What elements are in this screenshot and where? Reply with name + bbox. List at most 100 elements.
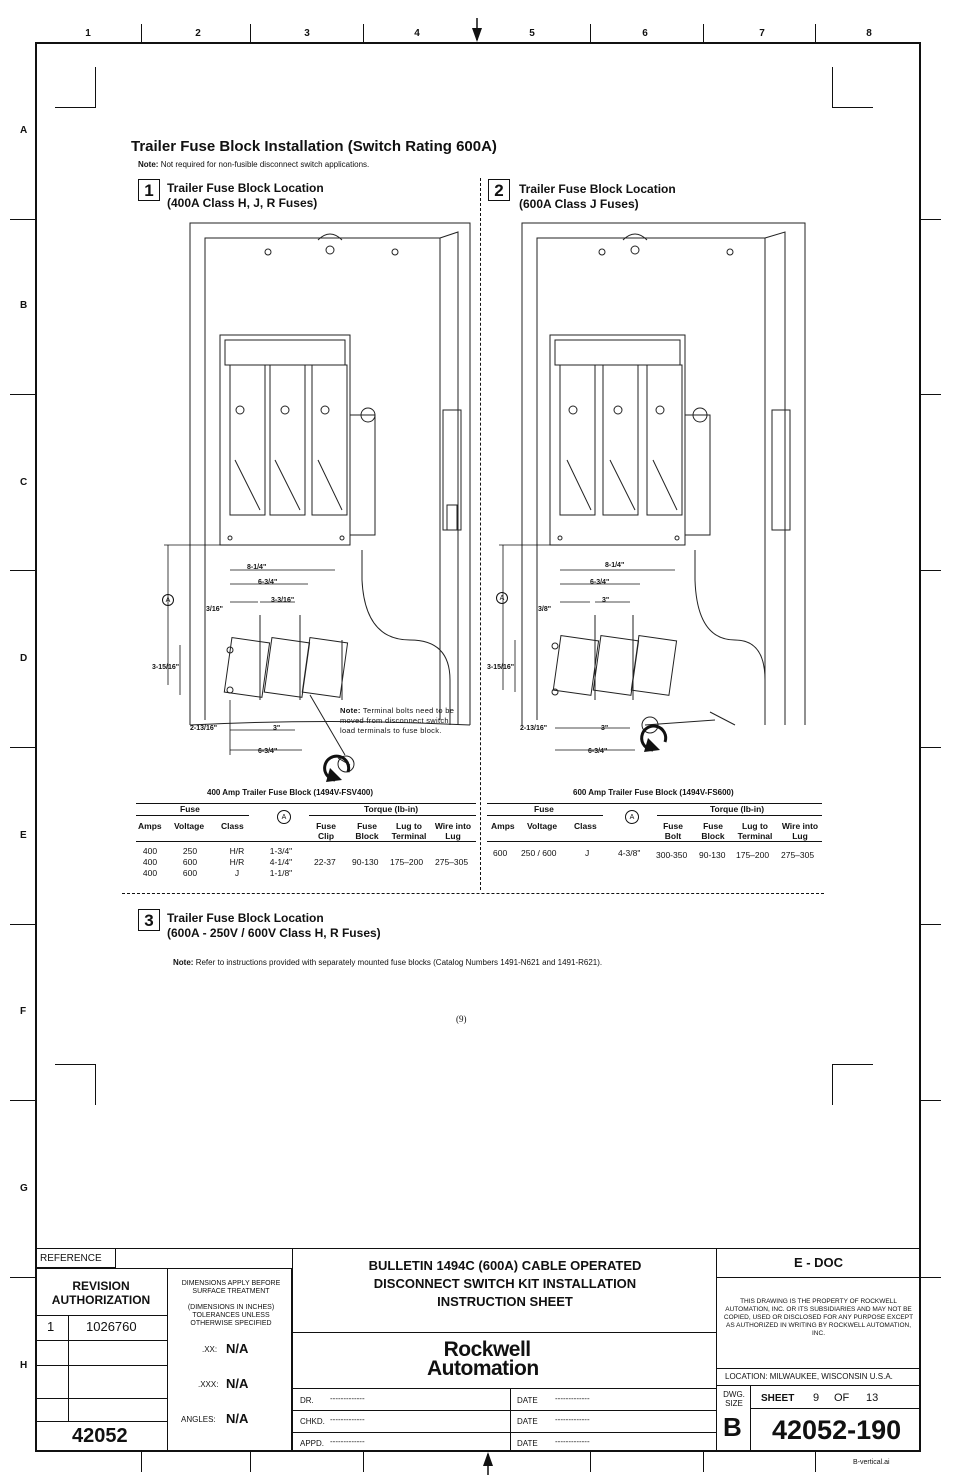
table-rule [487, 841, 822, 842]
xx-value: N/A [226, 1341, 249, 1356]
row-letter: H [20, 1360, 28, 1371]
sheet-total: 13 [866, 1392, 879, 1404]
column-tick [703, 1452, 704, 1472]
drawing-size-label: DWG. SIZE [723, 1390, 745, 1408]
angles-value: N/A [226, 1411, 249, 1426]
enclosure-diagram-1 [164, 222, 471, 782]
row-letter: D [20, 653, 28, 664]
torque-value: 22-37 [314, 857, 336, 867]
rule [716, 1385, 921, 1386]
xxx-value: N/A [226, 1376, 249, 1391]
table-cell: 400 [142, 868, 158, 878]
table-header: Wire into Lug [781, 821, 819, 841]
dimension-label: 2-13/16" [190, 725, 218, 732]
row-letter: B [20, 300, 28, 311]
row-letter: G [20, 1183, 28, 1194]
angles-label: ANGLES: [181, 1415, 216, 1424]
terminal-note: Note: Terminal bolts need to be moved fr… [340, 706, 454, 736]
table-header: Fuse Block [355, 821, 379, 841]
approved-value: ------------- [330, 1437, 365, 1446]
fuse-table-400: 400 250 H/R 1-3/4" 400 600 H/R 4-1/4" 40… [134, 846, 302, 879]
rule [716, 1277, 921, 1278]
drawing-size-value: B [723, 1412, 742, 1442]
step-title-line: (400A Class H, J, R Fuses) [167, 196, 318, 210]
column-number: 2 [195, 28, 201, 39]
file-label: B-vertical.ai [853, 1459, 890, 1466]
rule [68, 1315, 69, 1421]
dimension-a-callout: A [625, 810, 639, 824]
table-header: Fuse Bolt [663, 821, 683, 841]
table-header: Fuse Clip [316, 821, 336, 841]
step-title-line: Trailer Fuse Block Location [167, 911, 324, 925]
row-tick [10, 924, 35, 925]
column-tick [141, 1452, 142, 1472]
table-cell: 250 / 600 [521, 848, 557, 858]
table-group-header: Fuse [534, 804, 554, 814]
row-tick [10, 1100, 35, 1101]
rule [716, 1248, 717, 1452]
rule [35, 1421, 168, 1422]
approved-label: APPD. [300, 1439, 325, 1448]
table-cell: 600 [493, 848, 508, 858]
rule [750, 1408, 921, 1409]
crop-mark [832, 1064, 873, 1105]
column-tick [250, 1452, 251, 1472]
note-label: Note: [340, 706, 361, 715]
crop-mark [55, 1064, 96, 1105]
step-number: 1 [138, 179, 160, 201]
table-header: Class [221, 821, 244, 831]
table-cell: 600 [182, 857, 198, 867]
column-tick [815, 24, 816, 42]
column-tick [590, 1452, 591, 1472]
dimension-label: 6-3/4" [258, 748, 278, 755]
table-caption: 600 Amp Trailer Fuse Block (1494V-FS600) [573, 788, 734, 797]
column-tick [590, 24, 591, 42]
center-arrow-top-icon [472, 18, 482, 42]
table-rule [657, 815, 822, 816]
drawing-frame [35, 42, 921, 1452]
revision-number: 1 [47, 1319, 55, 1334]
step-title: Trailer Fuse Block Location (600A - 250V… [167, 911, 381, 941]
table-cell: H/R [229, 857, 245, 867]
dimension-label: 3" [602, 597, 610, 604]
row-tick [10, 394, 35, 395]
dimension-label: 8-1/4" [605, 562, 625, 569]
step-title-line: Trailer Fuse Block Location [167, 181, 324, 195]
torque-value: 90-130 [352, 857, 379, 867]
row-tick [921, 219, 941, 220]
property-notice: THIS DRAWING IS THE PROPERTY OF ROCKWELL… [723, 1298, 914, 1337]
logo-text: Automation [427, 1357, 539, 1380]
date-value: ------------- [555, 1437, 590, 1446]
column-tick [250, 24, 251, 42]
rockwell-automation-logo: Rockwell Automation [427, 1339, 539, 1380]
row-tick [921, 924, 941, 925]
table-header: Voltage [527, 821, 558, 831]
row-tick [921, 570, 941, 571]
table-header: Lug to Terminal [391, 821, 427, 841]
sheet-label: SHEET [761, 1393, 795, 1404]
step-title-line: Trailer Fuse Block Location [519, 182, 676, 196]
column-number: 4 [414, 28, 420, 39]
page-title: Trailer Fuse Block Installation (Switch … [131, 138, 497, 155]
row-tick [10, 219, 35, 220]
crop-mark [832, 67, 873, 108]
revision-cell [35, 1268, 168, 1452]
of-label: OF [834, 1392, 850, 1404]
dimension-a-callout: A [277, 810, 291, 824]
date-value: ------------- [555, 1415, 590, 1424]
center-arrow-bottom-icon [483, 1452, 493, 1475]
table-caption: 400 Amp Trailer Fuse Block (1494V-FSV400… [207, 788, 374, 797]
column-number: 8 [866, 28, 872, 39]
table-header: Lug to Terminal [737, 821, 773, 841]
rule [35, 1340, 168, 1341]
note-text: moved from disconnect switch [340, 716, 449, 725]
rule [750, 1385, 751, 1452]
table-header: Class [574, 821, 597, 831]
dimension-label: 3-15/16" [152, 664, 180, 671]
table-cell: 600 [182, 868, 198, 878]
page-number: (9) [456, 1014, 467, 1024]
table-cell: J [585, 848, 590, 858]
note-label: Note: [173, 958, 194, 967]
step-number: 3 [138, 909, 160, 931]
reference-label: REFERENCE [40, 1253, 102, 1264]
